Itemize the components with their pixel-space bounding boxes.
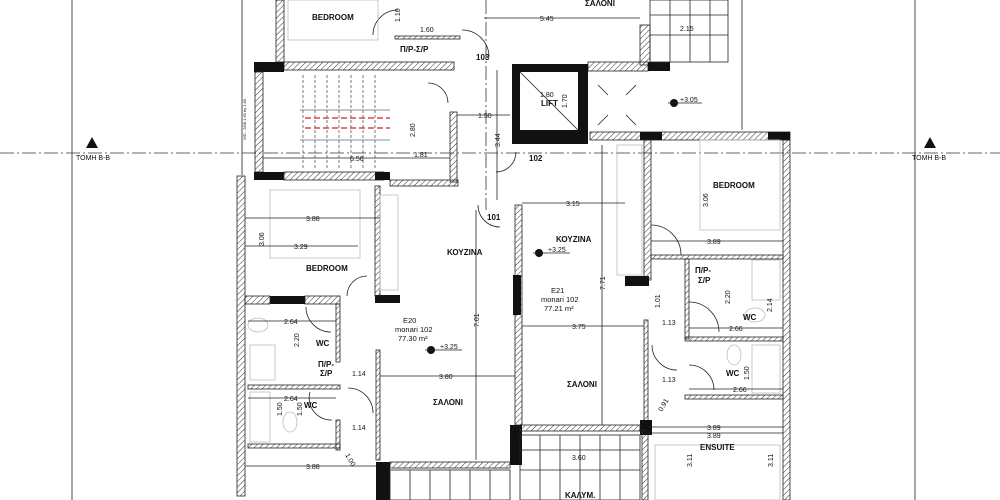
- unit-e20-name: monari 102: [395, 325, 433, 334]
- dim: 1.13: [662, 377, 676, 384]
- unit-e21-level: +3.25: [548, 247, 566, 254]
- dim: 3.89: [707, 433, 721, 440]
- furniture: [247, 0, 781, 500]
- dim: 3.06: [703, 193, 710, 207]
- dimension-lines: [245, 17, 783, 467]
- dim: 5.45: [540, 16, 554, 23]
- frame-lines: [71, 0, 916, 500]
- dim: 2.80: [410, 123, 417, 137]
- staircase: [300, 75, 390, 170]
- dim: 1.01: [655, 294, 662, 308]
- dim: 2.64: [284, 396, 298, 403]
- unit-info: E20 monari 102 77.30 m² E21 monari 102 7…: [242, 98, 579, 343]
- window-tag: WD - 2/08 1.60 by 1.80: [242, 98, 247, 140]
- dim: 7.01: [474, 313, 481, 327]
- dim: 3.88: [306, 464, 320, 471]
- dim: 1.70: [562, 94, 569, 108]
- unit-e21-code: E21: [551, 286, 564, 295]
- doors: [305, 9, 720, 421]
- room-storage-left-2: Σ/Ρ: [320, 369, 333, 378]
- dim: 3.06: [259, 232, 266, 246]
- dim: 3.89: [707, 239, 721, 246]
- dim: 0.91: [658, 398, 671, 413]
- room-storage-left-1: Π/Ρ-: [318, 360, 334, 369]
- dim: 1.60: [420, 27, 434, 34]
- room-saloni-right: ΣΑΛΟΝΙ: [567, 380, 597, 389]
- dim: 3.80: [439, 374, 453, 381]
- room-bedroom-right: BEDROOM: [713, 181, 755, 190]
- dim: 3.75: [572, 324, 586, 331]
- section-label-left: TOMH B-B: [76, 155, 110, 162]
- room-wc-right-1: WC: [743, 313, 757, 322]
- dim: 2.15: [680, 26, 694, 33]
- dim: 3.44: [495, 133, 502, 147]
- room-wc-left-1: WC: [316, 339, 330, 348]
- room-wc-left-2: WC: [304, 401, 318, 410]
- dim: 1.80: [540, 92, 554, 99]
- unit-e20-code: E20: [403, 316, 416, 325]
- dim: 2.66: [729, 326, 743, 333]
- room-kouzina-right: ΚΟΥΖΙΝΑ: [556, 235, 592, 244]
- door-101-label: 101: [487, 213, 501, 222]
- dim: 2.20: [725, 290, 732, 304]
- room-storage-top: Π/Ρ-Σ/Ρ: [400, 45, 429, 54]
- section-line: TOMH B-B TOMH B-B: [0, 0, 1000, 210]
- dim: 1.81: [414, 152, 428, 159]
- door-103-label: 103: [476, 53, 490, 62]
- unit-e20-level: +3.25: [440, 344, 458, 351]
- room-bedroom-top: BEDROOM: [312, 13, 354, 22]
- dim: 3.11: [768, 454, 775, 467]
- dim: 1.50: [297, 402, 304, 416]
- dimension-labels: 1.10 1.60 5.45 2.15 1.80 1.70 1.50 3.44 …: [259, 8, 775, 471]
- door-102-label: 102: [529, 154, 543, 163]
- dim: 1.50: [277, 402, 284, 416]
- room-storage-right-1: Π/Ρ-: [695, 266, 711, 275]
- unit-e20-area: 77.30 m²: [398, 334, 428, 343]
- room-ensuite: ENSUITE: [700, 443, 735, 452]
- dim: 2.66: [733, 387, 747, 394]
- dim: 2.14: [767, 298, 774, 312]
- dim: 3.89: [707, 425, 721, 432]
- section-marker-left-icon: [86, 137, 98, 148]
- landing-level: +3.05: [680, 97, 698, 104]
- dim: 3.60: [572, 455, 586, 462]
- unit-e21-name: monari 102: [541, 295, 579, 304]
- room-kouzina-left: ΚΟΥΖΙΝΑ: [447, 248, 483, 257]
- room-saloni-top: ΣΑΛΟΝΙ: [585, 0, 615, 8]
- section-marker-right-icon: [924, 137, 936, 148]
- room-storage-right-2: Σ/Ρ: [698, 276, 711, 285]
- dim: 1.14: [352, 425, 366, 432]
- dim: 3.88: [306, 216, 320, 223]
- walls: [236, 0, 791, 500]
- dim: 1.14: [352, 371, 366, 378]
- level-markers: +3.05 +3.25 +3.25: [425, 97, 702, 354]
- dim: 1.00: [343, 453, 356, 468]
- dim: 1.50: [478, 113, 492, 120]
- dim: 2.64: [284, 319, 298, 326]
- dim: 3.15: [566, 201, 580, 208]
- unit-e21-area: 77.21 m²: [544, 304, 574, 313]
- dim: 3.11: [687, 454, 694, 467]
- room-kalym: ΚΑΛΥΜ.: [565, 491, 595, 500]
- room-lift: LIFT: [541, 99, 558, 108]
- dim: 7.71: [600, 276, 607, 290]
- room-labels: BEDROOM Π/Ρ-Σ/Ρ 103 ΣΑΛΟΝΙ LIFT 102 101 …: [304, 0, 757, 500]
- dim: 1.10: [395, 8, 402, 22]
- dim: 1.50: [744, 366, 751, 380]
- dim: 2.20: [294, 333, 301, 347]
- section-label-right: TOMH B-B: [912, 155, 946, 162]
- room-bedroom-left: BEDROOM: [306, 264, 348, 273]
- room-wc-right-2: WC: [726, 369, 740, 378]
- dim: 1.13: [662, 320, 676, 327]
- dim: 3.29: [294, 244, 308, 251]
- room-saloni-left: ΣΑΛΟΝΙ: [433, 398, 463, 407]
- dim: 6.56: [350, 156, 364, 163]
